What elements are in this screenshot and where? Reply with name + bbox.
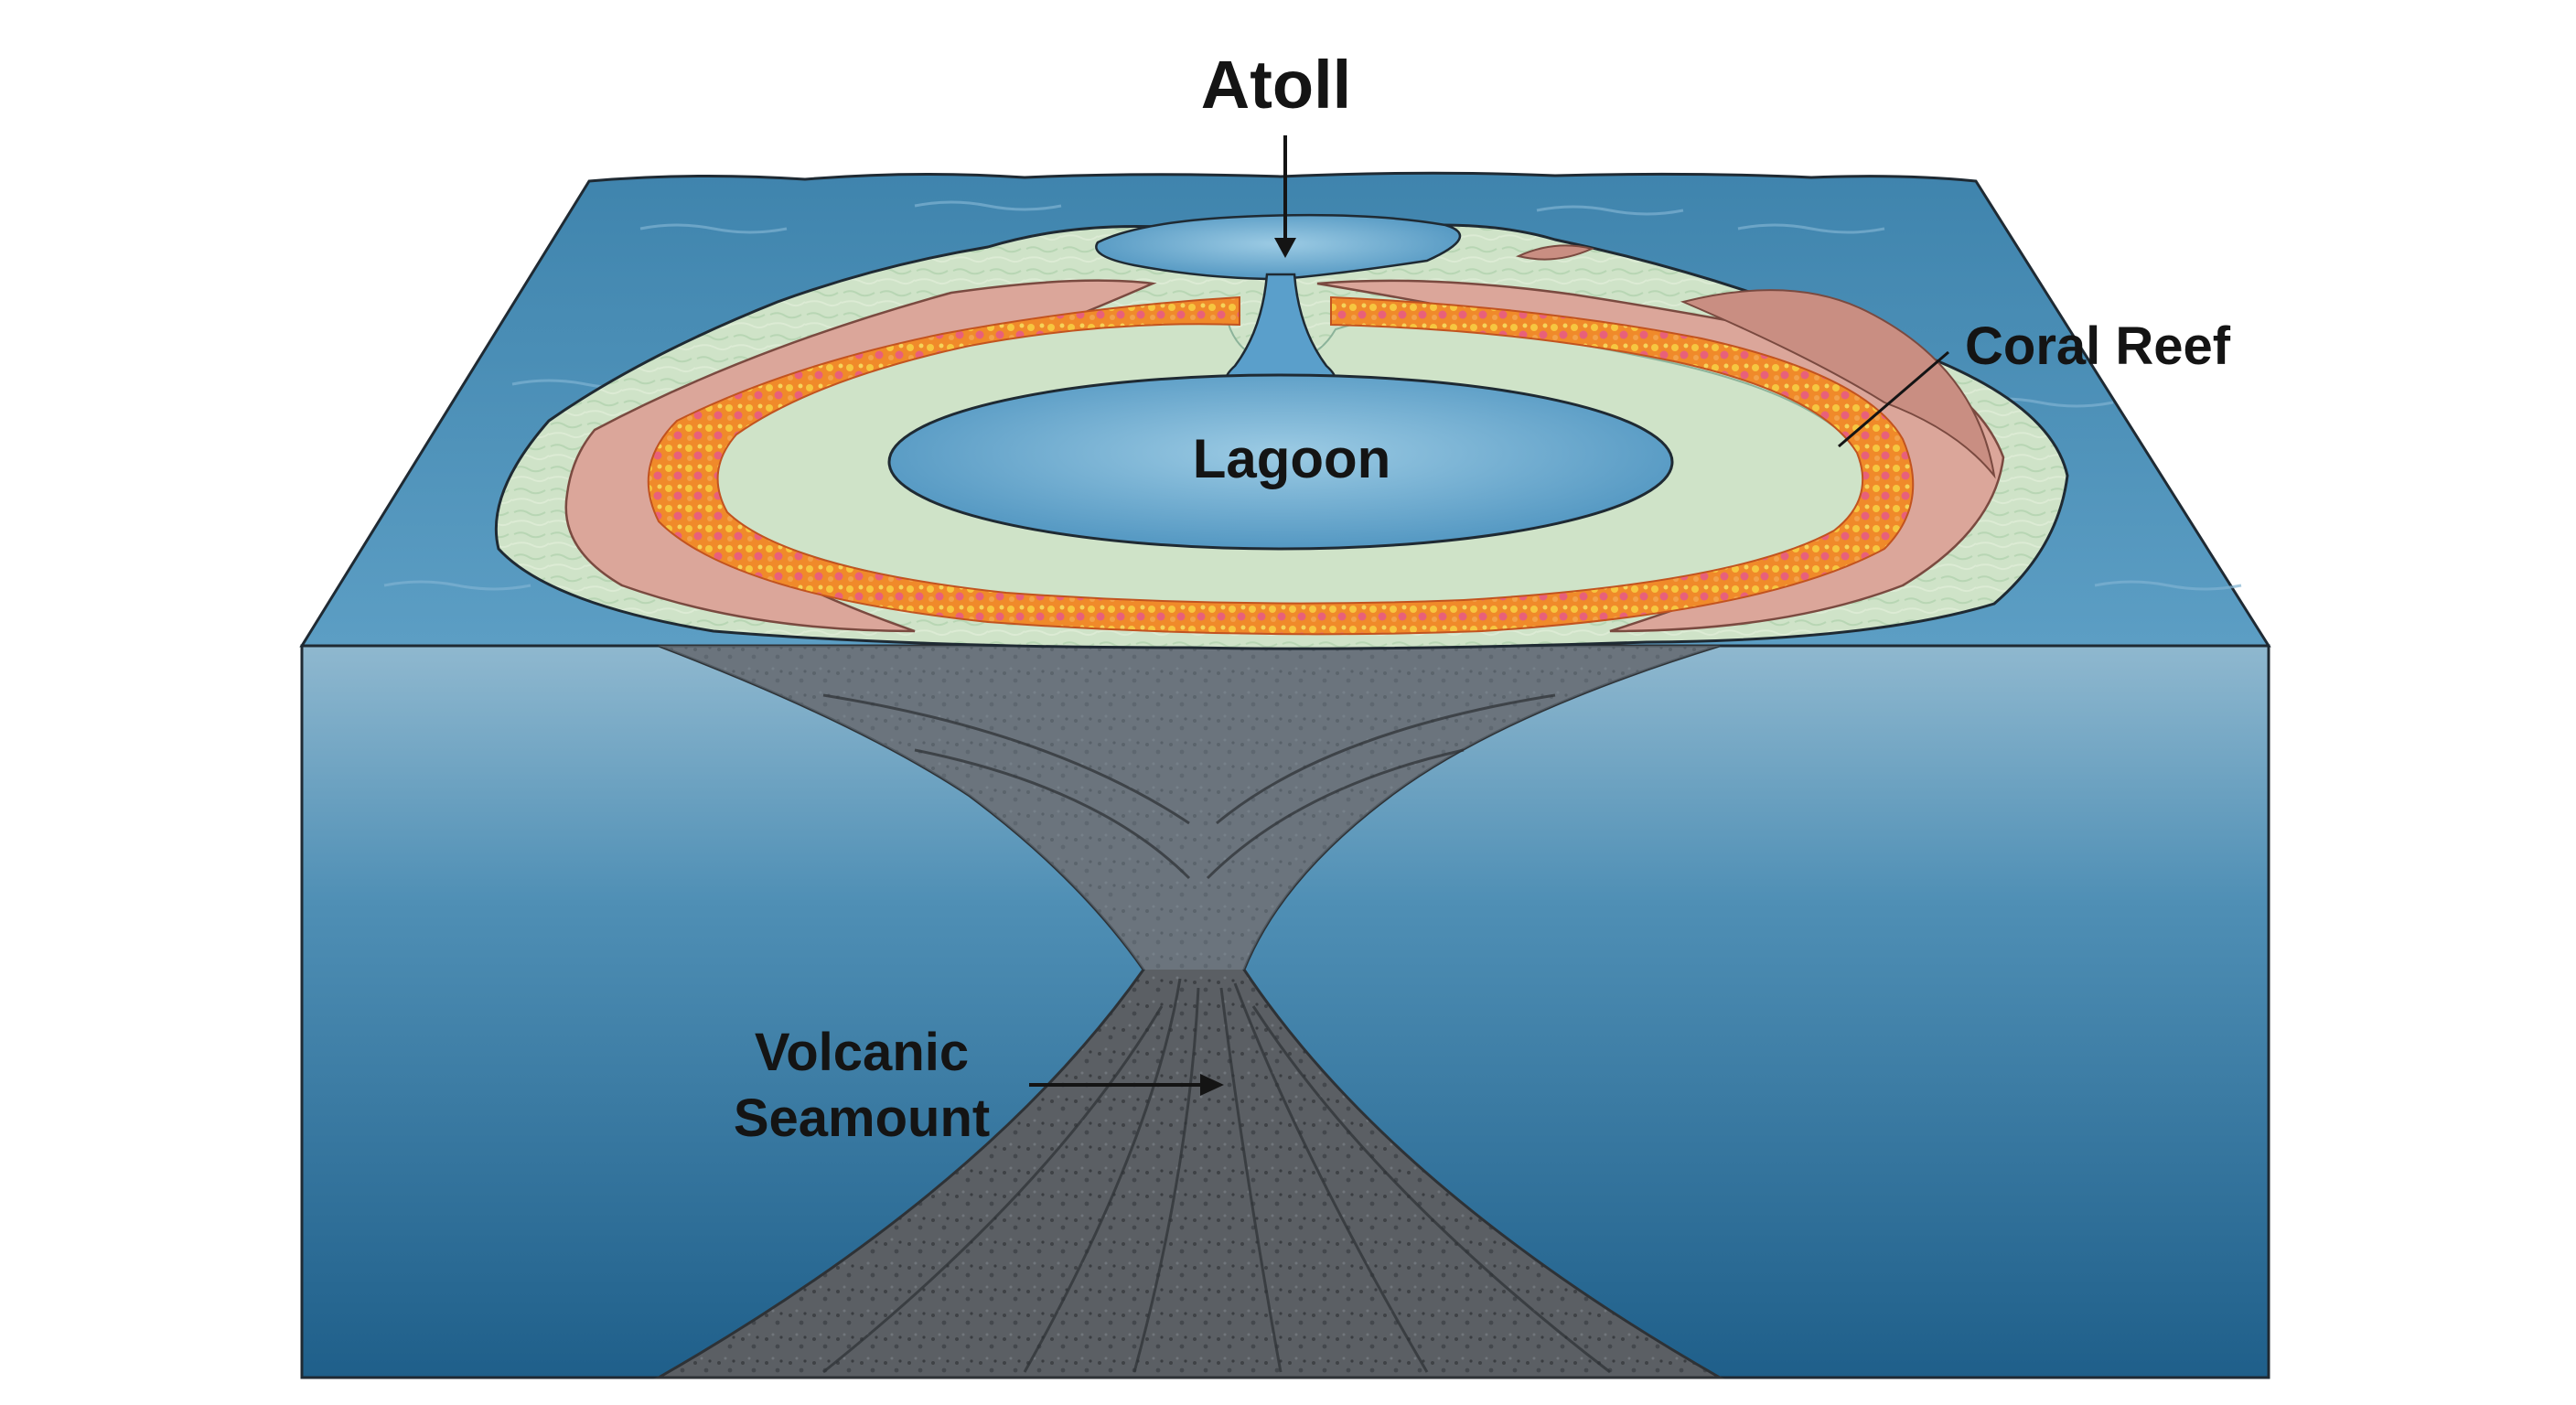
island-hump-right	[1680, 289, 1996, 479]
lagoon	[887, 373, 1674, 551]
title-atoll: Atoll	[1201, 47, 1351, 123]
top-pool	[1095, 213, 1462, 281]
coral-reef-ring	[647, 295, 1915, 636]
seamount-arrow	[1029, 1074, 1224, 1096]
label-volcanic-seamount-line1: Volcanic	[755, 1023, 969, 1082]
label-volcanic-seamount-line2: Seamount	[734, 1089, 990, 1148]
coral-reef-leader-line	[1838, 350, 1949, 448]
island-hump-top	[1515, 244, 1595, 261]
label-lagoon: Lagoon	[1193, 428, 1391, 489]
seamount-upper-shading	[659, 646, 1720, 970]
label-coral-reef: Coral Reef	[1965, 316, 2231, 376]
volcanic-seamount	[653, 644, 1725, 1379]
atoll-arrow	[1274, 135, 1296, 258]
seamount-ridges	[822, 693, 1611, 1374]
